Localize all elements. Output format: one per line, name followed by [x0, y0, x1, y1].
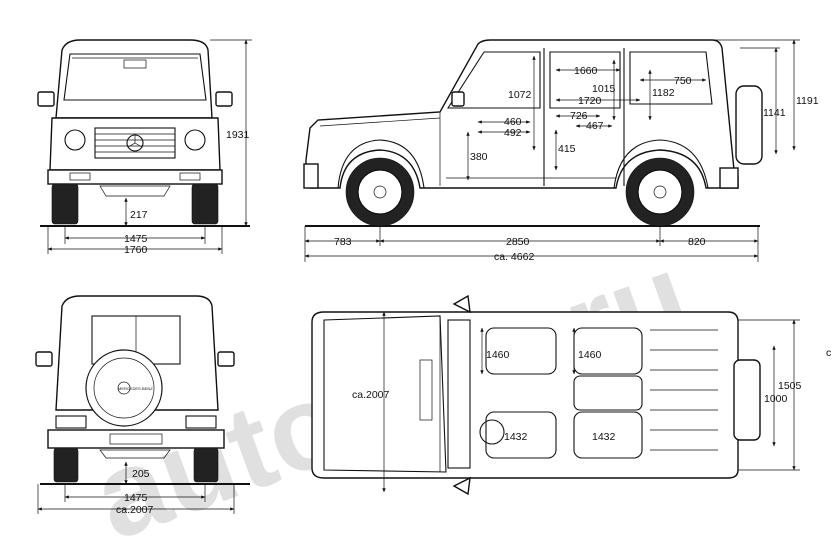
side-dim-460: 460 — [504, 116, 522, 128]
top-width-label: ca.2007 — [352, 389, 390, 401]
side-dim-492: 492 — [504, 127, 522, 139]
rear-track-label: 1475 — [124, 492, 148, 504]
side-dim-380: 380 — [470, 151, 488, 163]
front-height-label: 1931 — [226, 129, 250, 141]
front-view: 1931 217 1475 1760 — [37, 39, 252, 256]
side-dim-726: 726 — [570, 110, 588, 122]
side-height-roof: 1191 — [796, 95, 819, 107]
front-clearance-label: 217 — [130, 209, 148, 221]
spare-badge: MERCEDES-BENZ — [118, 386, 153, 391]
side-wheelbase: 2850 — [506, 236, 530, 248]
front-width-label: 1760 — [124, 244, 148, 256]
top-front-seat-width: 1460 — [486, 349, 510, 361]
front-track-label: 1475 — [124, 233, 148, 245]
side-dim-415: 415 — [558, 143, 576, 155]
side-dim-467: 467 — [586, 120, 604, 132]
side-view: 1660 750 1072 1015 1182 1720 460 492 726… — [303, 39, 819, 263]
top-rear-seat-width: 1460 — [578, 349, 602, 361]
side-height-body: 1141 — [763, 107, 786, 119]
side-dim-1072: 1072 — [508, 89, 532, 101]
side-dim-1182: 1182 — [652, 87, 675, 99]
side-rear-overhang: 820 — [688, 236, 706, 248]
side-length: ca. 4662 — [494, 251, 534, 263]
side-dim-1720: 1720 — [578, 95, 602, 107]
top-cargo-width-inner: 1000 — [764, 393, 788, 405]
side-dim-750: 750 — [674, 75, 692, 87]
top-front-shoulder: 1432 — [504, 431, 528, 443]
side-dim-1660: 1660 — [574, 65, 598, 77]
top-cargo-width: 1505 — [778, 380, 802, 392]
side-dim-1015: 1015 — [592, 83, 616, 95]
top-edge-mark: c — [826, 347, 831, 359]
rear-view: MERCEDES-BENZ 205 1475 ca.2007 — [35, 295, 250, 516]
side-front-overhang: 783 — [334, 236, 352, 248]
top-rear-shoulder: 1432 — [592, 431, 616, 443]
rear-width-label: ca.2007 — [116, 504, 154, 516]
rear-clearance-label: 205 — [132, 468, 150, 480]
top-view: ca.2007 1460 1460 1432 1432 1505 1000 c — [311, 294, 831, 496]
